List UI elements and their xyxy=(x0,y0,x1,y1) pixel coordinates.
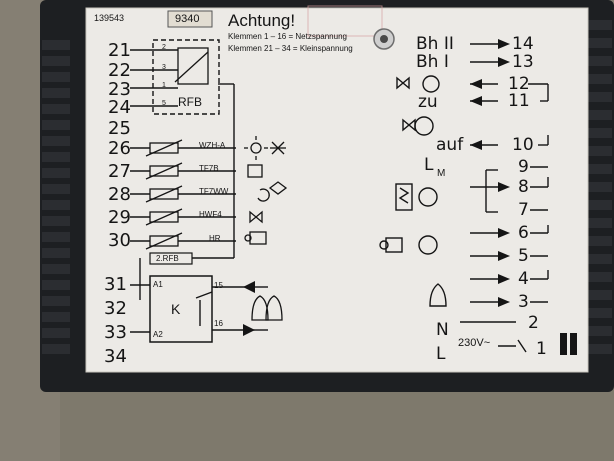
manufacturer-logo xyxy=(560,333,577,355)
rfb2-label: 2.RFB xyxy=(156,254,179,263)
right-connector-ribs xyxy=(588,20,612,354)
model-number: 9340 xyxy=(175,13,200,25)
terminal-32: 32 xyxy=(104,298,127,319)
relay-pin-a2: A2 xyxy=(153,330,163,339)
label-bh2: Bh II xyxy=(416,34,454,54)
relay-pin-a1: A1 xyxy=(153,280,163,289)
terminal-29: 29 xyxy=(108,207,131,228)
terminal-5: 5 xyxy=(518,246,529,266)
burner-flame-icon xyxy=(251,295,283,321)
terminal-11: 11 xyxy=(508,91,530,111)
sensor-resistors xyxy=(145,139,183,250)
terminal-28: 28 xyxy=(108,184,131,205)
part-number: 139543 xyxy=(94,13,125,23)
sensor-wzh-a: WZH-A xyxy=(199,141,226,150)
arrow-15 xyxy=(243,281,255,293)
label-m: M xyxy=(437,168,446,179)
terminal-21: 21 xyxy=(108,40,131,61)
rfb-label: RFB xyxy=(178,95,202,109)
arrow-16 xyxy=(243,324,255,336)
sensor-hwf4: HWF4 xyxy=(199,210,222,219)
label-l-m: L xyxy=(424,155,434,175)
label-n: N xyxy=(436,320,449,340)
terminal-7: 7 xyxy=(518,200,529,220)
relay-pin-15: 15 xyxy=(214,281,223,290)
terminal-6: 6 xyxy=(518,223,529,243)
terminal-10: 10 xyxy=(512,135,534,155)
model-box xyxy=(167,10,213,28)
warning-line-1: Klemmen 1 – 16 = Netzspannung xyxy=(228,32,347,41)
terminal-24: 24 xyxy=(108,97,131,118)
rfb2-box xyxy=(149,252,193,265)
terminal-2: 2 xyxy=(528,313,539,333)
sensor-tf7b: TF7B xyxy=(199,164,219,173)
relay-pin-16: 16 xyxy=(214,319,223,328)
terminal-3: 3 xyxy=(518,292,529,312)
warning-title: Achtung! xyxy=(228,11,296,30)
terminal-26: 26 xyxy=(108,138,131,159)
terminal-13: 13 xyxy=(512,52,534,72)
right-arrows xyxy=(470,39,510,307)
relay-box xyxy=(149,275,213,343)
terminal-8: 8 xyxy=(518,177,529,197)
terminal-1: 1 xyxy=(536,339,547,359)
terminal-22: 22 xyxy=(108,60,131,81)
relay-label: K xyxy=(171,301,181,317)
terminal-33: 33 xyxy=(104,322,127,343)
voltage-label: 230V~ xyxy=(458,337,491,349)
rfb-box xyxy=(152,39,220,115)
label-l: L xyxy=(436,344,446,364)
label-auf: auf xyxy=(436,135,464,155)
rfb-pin-2: 2 xyxy=(162,44,166,51)
terminal-12: 12 xyxy=(508,74,530,94)
sensor-tf7ww: TF7WW xyxy=(199,187,229,196)
terminal-23: 23 xyxy=(108,79,131,100)
terminal-34: 34 xyxy=(104,346,127,367)
warning-line-2: Klemmen 21 – 34 = Kleinspannung xyxy=(228,44,353,53)
left-connector-ribs xyxy=(42,40,70,354)
terminal-25: 25 xyxy=(108,118,131,139)
faint-stamp xyxy=(307,5,383,37)
label-zu: zu xyxy=(418,92,438,112)
sensor-hr: HR xyxy=(209,234,221,243)
label-bh1: Bh I xyxy=(416,52,449,72)
rfb-pin-3: 3 xyxy=(162,64,166,71)
terminal-9: 9 xyxy=(518,157,529,177)
terminal-30: 30 xyxy=(108,230,131,251)
rfb-pin-1: 1 xyxy=(162,82,166,89)
sensor-symbol-icons xyxy=(244,136,288,245)
rfb-pin-5: 5 xyxy=(162,100,166,107)
terminal-27: 27 xyxy=(108,161,131,182)
terminal-4: 4 xyxy=(518,269,529,289)
terminal-31: 31 xyxy=(104,274,127,295)
right-symbol-icons xyxy=(379,75,527,353)
left-wiring xyxy=(130,49,255,333)
terminal-14: 14 xyxy=(512,34,534,54)
